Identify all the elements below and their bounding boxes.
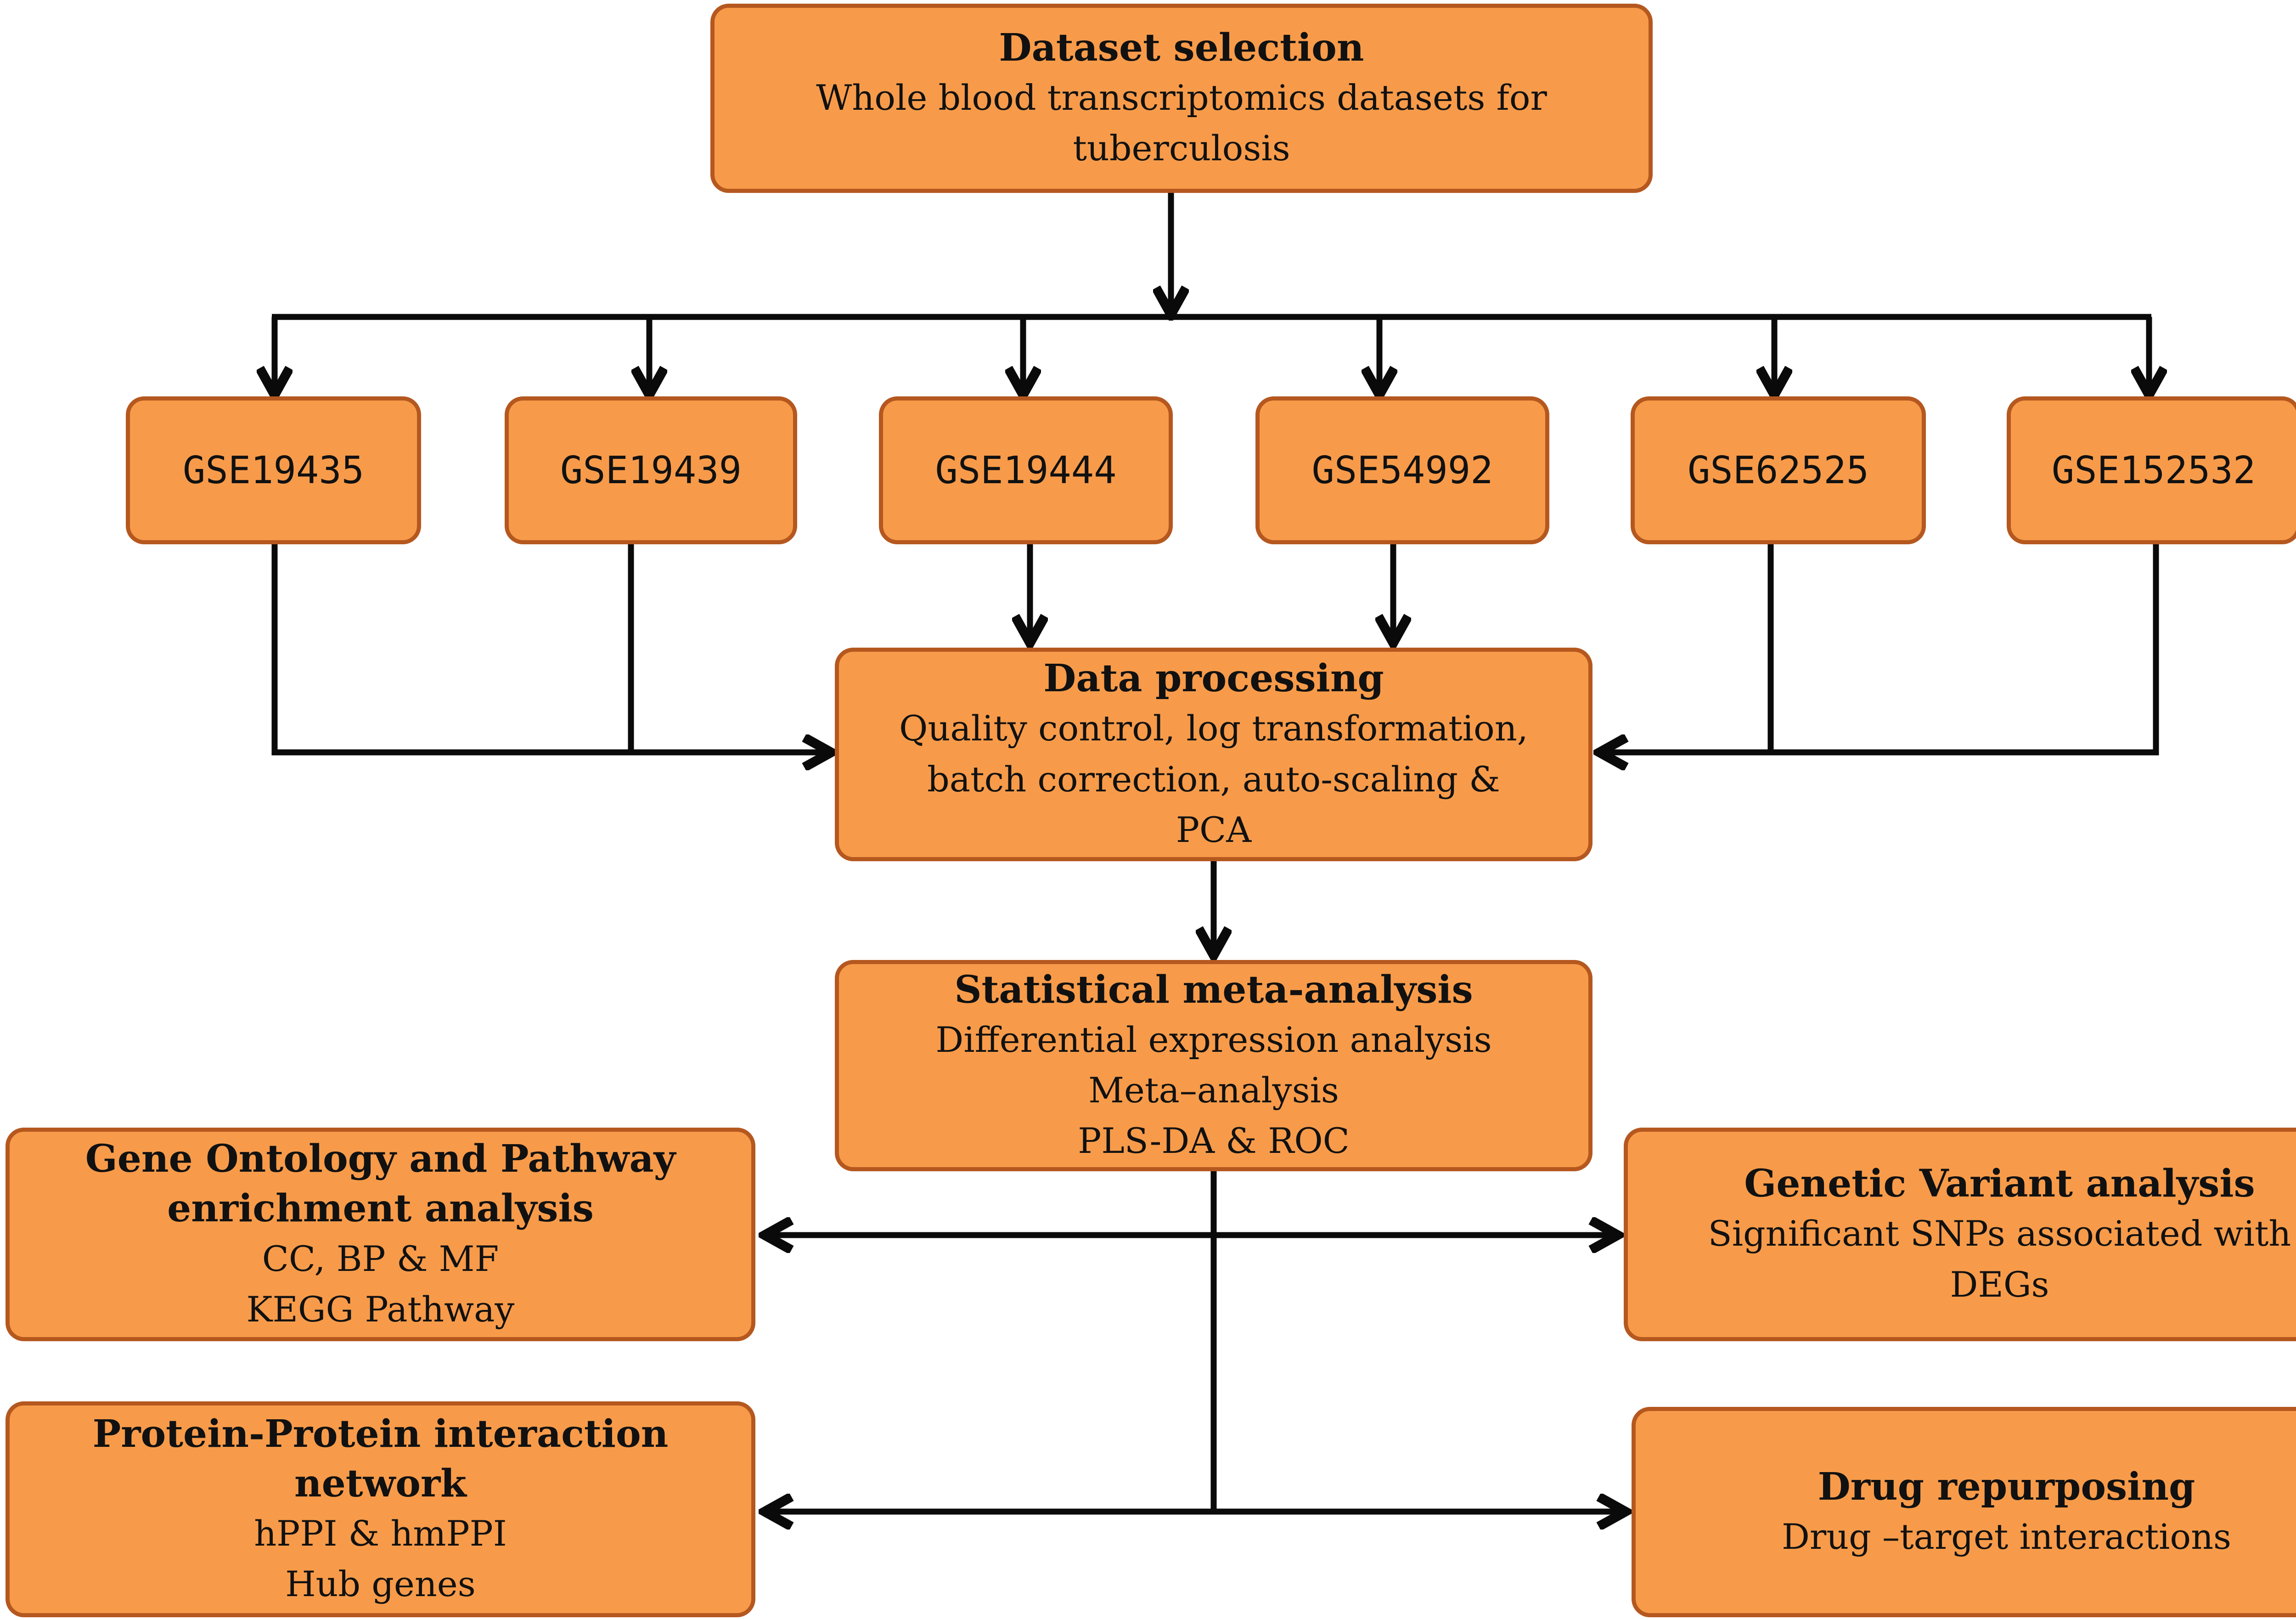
dataset-label: GSE62525 (1688, 448, 1869, 492)
meta-analysis-line-2: Meta–analysis (1088, 1070, 1339, 1111)
data-processing-box: Data processing Quality control, log tra… (835, 648, 1593, 861)
drug-repurposing-box: Drug repurposing Drug –target interactio… (1632, 1407, 2296, 1617)
genetic-variant-box: Genetic Variant analysis Significant SNP… (1624, 1128, 2296, 1341)
drug-repurposing-title: Drug repurposing (1818, 1464, 2195, 1509)
dataset-box-2: GSE19439 (505, 396, 797, 544)
genetic-variant-line-2: DEGs (1950, 1264, 2049, 1305)
dataset-selection-box: Dataset selection Whole blood transcript… (710, 4, 1653, 193)
dataset-selection-line-1: Whole blood transcriptomics datasets for (816, 77, 1547, 118)
data-processing-line-3: PCA (1176, 809, 1252, 850)
connector-right-datasets (1599, 544, 2159, 752)
gene-ontology-title-2: enrichment analysis (167, 1186, 594, 1231)
genetic-variant-title: Genetic Variant analysis (1744, 1162, 2255, 1206)
data-processing-title: Data processing (1043, 656, 1384, 701)
gene-ontology-line-2: KEGG Pathway (246, 1288, 515, 1330)
dataset-selection-title: Dataset selection (999, 25, 1364, 70)
dataset-label: GSE19435 (183, 448, 364, 492)
gene-ontology-title-1: Gene Ontology and Pathway (85, 1137, 676, 1181)
ppi-line-2: Hub genes (285, 1564, 476, 1605)
drug-repurposing-line-1: Drug –target interactions (1781, 1516, 2232, 1558)
dataset-box-3: GSE19444 (879, 396, 1173, 544)
meta-analysis-box: Statistical meta-analysis Differential e… (835, 960, 1593, 1171)
dataset-label: GSE19444 (935, 448, 1117, 492)
data-processing-line-2: batch correction, auto-scaling & (927, 758, 1500, 800)
ppi-title-2: network (294, 1461, 467, 1506)
data-processing-line-1: Quality control, log transformation, (899, 708, 1528, 749)
genetic-variant-line-1: Significant SNPs associated with (1708, 1213, 2291, 1254)
ppi-box: Protein-Protein interaction network hPPI… (6, 1401, 755, 1617)
dataset-box-5: GSE62525 (1631, 396, 1926, 544)
dataset-label: GSE19439 (560, 448, 742, 492)
meta-analysis-title: Statistical meta-analysis (954, 967, 1473, 1012)
meta-analysis-line-3: PLS-DA & ROC (1078, 1120, 1350, 1162)
dataset-selection-line-2: tuberculosis (1073, 128, 1290, 169)
connector-left-datasets (271, 544, 831, 752)
ppi-title-1: Protein-Protein interaction (92, 1411, 669, 1456)
gene-ontology-box: Gene Ontology and Pathway enrichment ana… (6, 1128, 755, 1341)
dataset-box-4: GSE54992 (1255, 396, 1549, 544)
dataset-box-6: GSE152532 (2007, 396, 2296, 544)
meta-analysis-line-1: Differential expression analysis (935, 1019, 1492, 1060)
gene-ontology-line-1: CC, BP & MF (262, 1238, 499, 1279)
ppi-line-1: hPPI & hmPPI (254, 1513, 507, 1554)
dataset-label: GSE152532 (2051, 448, 2256, 492)
dataset-label: GSE54992 (1311, 448, 1493, 492)
dataset-box-1: GSE19435 (126, 396, 421, 544)
